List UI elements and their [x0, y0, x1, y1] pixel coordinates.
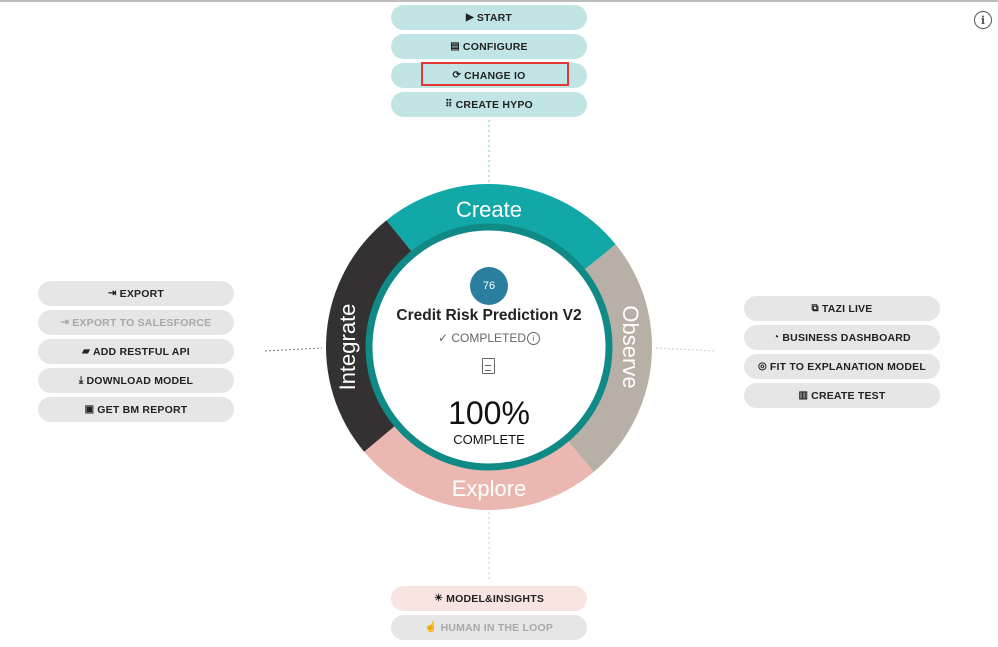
- export-icon: ⇥: [108, 288, 117, 299]
- check-icon: ✓: [437, 331, 452, 345]
- download-icon: ⤓: [78, 375, 84, 386]
- segment-label-explore: Explore: [452, 476, 527, 501]
- chart-icon: ▥: [798, 390, 809, 401]
- chat-icon: ▰: [82, 346, 90, 357]
- gauge-icon: ◔: [773, 332, 780, 343]
- action-label: FIT TO EXPLANATION MODEL: [769, 360, 926, 373]
- segment-label-create: Create: [456, 197, 522, 222]
- model-badge: 76: [470, 267, 508, 305]
- action-label: GET BM REPORT: [97, 403, 188, 416]
- model-name: Credit Risk Prediction V2: [396, 307, 582, 324]
- integrate-action-get-bm-report[interactable]: ▣GET BM REPORT: [38, 397, 234, 422]
- connector-observe: [655, 347, 717, 352]
- action-label: CREATE TEST: [811, 389, 886, 402]
- grid-icon: ⠿: [445, 99, 453, 110]
- insights-icon: ☀: [433, 593, 444, 604]
- integrate-action-export-to-salesforce[interactable]: ⇥EXPORT TO SALESFORCE: [38, 310, 234, 335]
- action-label: CREATE HYPO: [455, 98, 533, 111]
- explore-action-model-insights[interactable]: ☀MODEL&INSIGHTS: [391, 586, 587, 611]
- action-label: BUSINESS DASHBOARD: [782, 331, 911, 344]
- action-label: CHANGE IO: [464, 69, 526, 82]
- live-icon: ⧉: [811, 303, 819, 314]
- integrate-action-export[interactable]: ⇥EXPORT: [38, 281, 234, 306]
- fingerprint-icon: ◎: [757, 361, 767, 372]
- observe-action-create-test[interactable]: ▥CREATE TEST: [744, 383, 940, 408]
- segment-label-integrate: Integrate: [335, 304, 360, 391]
- status-info-icon[interactable]: i: [527, 332, 541, 345]
- action-label: DOWNLOAD MODEL: [86, 374, 194, 387]
- info-icon[interactable]: i: [974, 11, 992, 29]
- status-text: COMPLETED: [451, 331, 527, 345]
- completion-percent: 100%: [448, 395, 530, 431]
- observe-action-business-dashboard[interactable]: ◔BUSINESS DASHBOARD: [744, 325, 940, 350]
- hand-icon: ☝: [424, 622, 438, 633]
- document-icon: ▤: [450, 41, 460, 52]
- connector-integrate: [264, 347, 323, 352]
- top-divider: [0, 0, 998, 2]
- action-label: TAZI LIVE: [821, 302, 873, 315]
- document-icon[interactable]: [482, 358, 495, 374]
- observe-action-tazi-live[interactable]: ⧉TAZI LIVE: [744, 296, 940, 321]
- segment-label-observe: Observe: [618, 305, 643, 388]
- action-label: HUMAN IN THE LOOP: [440, 621, 554, 634]
- action-label: CONFIGURE: [462, 40, 528, 53]
- action-label: EXPORT: [119, 287, 164, 300]
- action-label: START: [476, 11, 513, 24]
- refresh-icon: ⟳: [452, 70, 462, 81]
- action-label: ADD RESTFUL API: [92, 345, 190, 358]
- create-action-start[interactable]: ▶START: [391, 5, 587, 30]
- create-action-create-hypo[interactable]: ⠿CREATE HYPO: [391, 92, 587, 117]
- segment-integrate[interactable]: [326, 220, 414, 452]
- inner-circle: [365, 223, 613, 471]
- export-icon: ⇥: [60, 317, 70, 328]
- integrate-action-download-model[interactable]: ⤓DOWNLOAD MODEL: [38, 368, 234, 393]
- create-action-configure[interactable]: ▤CONFIGURE: [391, 34, 587, 59]
- explore-action-human-in-the-loop[interactable]: ☝HUMAN IN THE LOOP: [391, 615, 587, 640]
- segment-create[interactable]: [386, 184, 616, 272]
- action-label: EXPORT TO SALESFORCE: [72, 316, 212, 329]
- observe-action-fit-to-explanation-model[interactable]: ◎FIT TO EXPLANATION MODEL: [744, 354, 940, 379]
- play-icon: ▶: [465, 12, 474, 23]
- create-action-change-io[interactable]: ⟳CHANGE IO: [391, 63, 587, 88]
- completion-label: COMPLETE: [453, 432, 525, 447]
- integrate-action-add-restful-api[interactable]: ▰ADD RESTFUL API: [38, 339, 234, 364]
- model-summary: 76 Credit Risk Prediction V2 ✓ COMPLETED…: [369, 227, 609, 467]
- action-label: MODEL&INSIGHTS: [446, 592, 545, 605]
- pdf-icon: ▣: [84, 404, 95, 415]
